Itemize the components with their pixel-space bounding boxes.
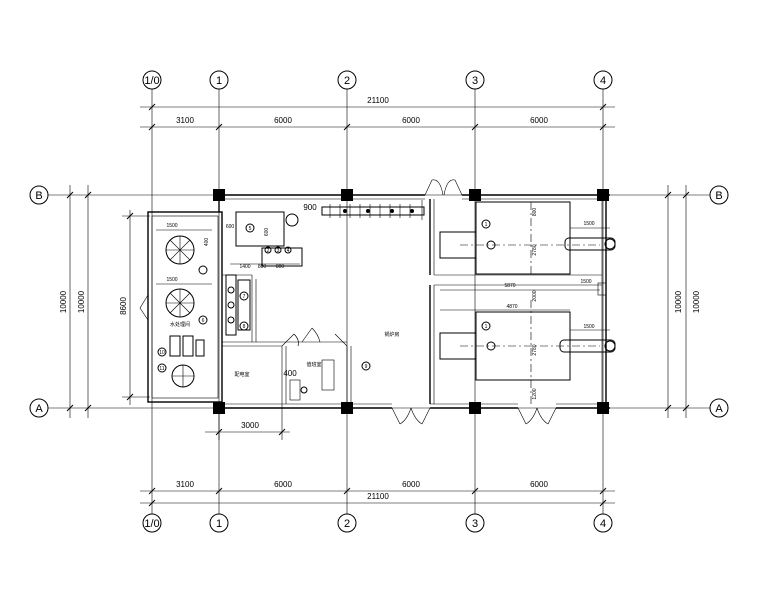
axis-label-1-top: 1 <box>216 75 222 87</box>
boiler-upper: 1 1500 2780 800 <box>439 201 616 275</box>
top-dimensions: 21100 3100 6000 6000 6000 <box>140 96 615 131</box>
dim-total-top: 21100 <box>367 96 389 105</box>
dim-3000: 3000 <box>241 421 259 430</box>
dim-900: 900 <box>303 203 317 212</box>
annex-equipment: 1500 1500 6 水处理间 10 11 400 <box>156 223 212 388</box>
axis-label-2-top: 2 <box>344 75 350 87</box>
dim-1200: 1200 <box>532 388 538 399</box>
axis-label-b-left: B <box>35 190 42 202</box>
axis-label-a-right: A <box>715 403 723 415</box>
dim-400-annex: 400 <box>204 238 210 247</box>
right-dimensions: 10000 10000 <box>664 185 701 418</box>
dim-3000-group: 3000 <box>205 404 290 440</box>
dim-2780-lower: 2780 <box>532 344 538 355</box>
dim-1500-mid: 1500 <box>580 279 591 285</box>
marker-8: 8 <box>243 324 246 330</box>
dim-2780-upper: 2780 <box>532 244 538 255</box>
dim-height-outer-left: 10000 <box>59 290 68 313</box>
dim-600-vert: 600 <box>264 228 270 237</box>
side-axis-bubbles: B A B A <box>29 185 729 418</box>
dim-bay-2-top: 6000 <box>402 116 420 125</box>
marker-10: 10 <box>159 350 165 356</box>
dim-400: 400 <box>283 369 297 378</box>
building-walls <box>147 194 610 409</box>
dim-bay-2-bottom: 6000 <box>402 480 420 489</box>
dim-4870: 4870 <box>506 304 517 310</box>
dim-600: 600 <box>226 224 235 230</box>
marker-7: 7 <box>243 294 246 300</box>
dim-total-bottom: 21100 <box>367 492 389 501</box>
dim-800-b: 800 <box>276 264 285 270</box>
dim-bay-1-top: 6000 <box>274 116 292 125</box>
dim-5870: 5870 <box>504 283 515 289</box>
axis-label-3-bottom: 3 <box>472 518 478 530</box>
axis-label-1-0-bottom: 1/0 <box>144 518 159 530</box>
top-axis-bubbles: 1/0 1 2 3 4 <box>142 70 613 90</box>
marker-2: 2 <box>267 248 270 254</box>
dim-bay-3-top: 6000 <box>530 116 548 125</box>
axis-label-3-top: 3 <box>472 75 478 87</box>
axis-label-b-right: B <box>715 190 722 202</box>
marker-6: 6 <box>202 318 205 324</box>
marker-1-upper: 1 <box>485 222 488 228</box>
dim-room-height: 8600 <box>119 297 128 315</box>
dim-bay-3-bottom: 6000 <box>530 480 548 489</box>
dim-800-a: 800 <box>258 264 267 270</box>
bottom-dimensions: 3100 6000 6000 6000 21100 <box>140 480 615 507</box>
boiler-lower: 1 1500 2780 1200 <box>439 300 616 404</box>
room-label-boiler: 锅炉房 <box>384 331 399 338</box>
dim-height-outer-right: 10000 <box>674 290 683 313</box>
marker-9: 9 <box>365 364 368 370</box>
marker-11: 11 <box>159 366 164 372</box>
axis-label-4-bottom: 4 <box>600 518 606 530</box>
dim-2000: 2000 <box>532 290 538 301</box>
header-pipe: 900 <box>303 200 425 220</box>
dim-1500-lower: 1500 <box>583 324 594 330</box>
bottom-axis-bubbles: 1/0 1 2 3 4 <box>142 513 613 533</box>
structural-columns <box>213 189 609 414</box>
dim-1500-annex-b: 1500 <box>166 277 177 283</box>
axis-label-2-bottom: 2 <box>344 518 350 530</box>
dim-bay-0-bottom: 3100 <box>176 480 194 489</box>
room-label-control: 值班室 <box>306 361 321 368</box>
dim-height-inner-right: 10000 <box>692 290 701 313</box>
water-treatment-area: 5 2 3 4 600 600 1400 800 800 8 7 <box>225 211 303 336</box>
dim-1500-upper: 1500 <box>583 221 594 227</box>
lower-rooms: 配电室 值班室 400 9 锅炉房 <box>234 331 400 401</box>
dim-bay-0-top: 3100 <box>176 116 194 125</box>
doors <box>139 179 557 425</box>
room-label-softwater: 水处理间 <box>170 321 190 328</box>
marker-1-lower: 1 <box>485 324 488 330</box>
left-dimensions: 10000 10000 8600 <box>59 185 150 418</box>
dim-1400: 1400 <box>239 264 250 270</box>
dim-bay-1-bottom: 6000 <box>274 480 292 489</box>
room-label-small: 配电室 <box>234 371 249 378</box>
boiler-dimensions: 5870 1500 4870 2000 <box>440 279 607 311</box>
dim-800-upper: 800 <box>532 208 538 217</box>
axis-label-1-bottom: 1 <box>216 518 222 530</box>
marker-4: 4 <box>287 248 290 254</box>
dim-1500-annex-a: 1500 <box>166 223 177 229</box>
marker-3: 3 <box>277 248 280 254</box>
axis-label-4-top: 4 <box>600 75 606 87</box>
dim-height-inner-left: 10000 <box>77 290 86 313</box>
axis-label-1-0-top: 1/0 <box>144 75 159 87</box>
marker-5: 5 <box>249 226 252 232</box>
axis-label-a-left: A <box>35 403 43 415</box>
